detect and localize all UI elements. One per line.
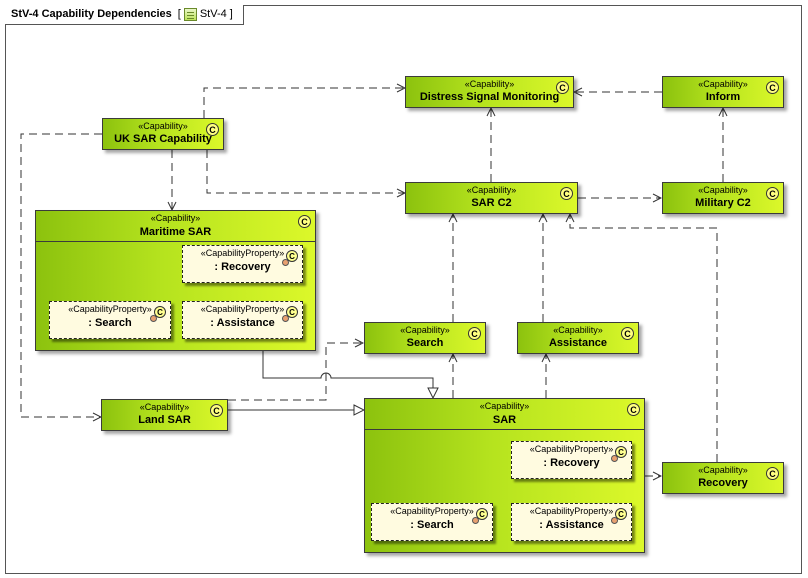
capability-icon: C	[766, 467, 779, 480]
property-maritime-assistance[interactable]: «CapabilityProperty» : Assistance C	[182, 301, 303, 339]
capability-recovery[interactable]: «Capability» Recovery C	[662, 462, 784, 494]
stereotype-label: «Capability»	[553, 325, 603, 335]
property-name: : Assistance	[539, 519, 604, 531]
capability-name: Assistance	[548, 337, 608, 349]
capability-search[interactable]: «Capability» Search C	[364, 322, 486, 354]
property-icon: C	[472, 508, 488, 524]
property-name: : Assistance	[210, 317, 275, 329]
stereotype-label: «CapabilityProperty»	[200, 248, 285, 258]
dep-uksar-distress[interactable]	[203, 88, 405, 118]
stereotype-label: «Capability»	[138, 121, 188, 131]
capability-name: SAR	[492, 414, 517, 426]
capability-icon: C	[468, 327, 481, 340]
property-icon: C	[611, 446, 627, 462]
bracket-close: ]	[229, 8, 233, 20]
parts-compartment	[365, 429, 644, 430]
property-icon: C	[611, 508, 627, 524]
capability-icon: C	[627, 403, 640, 416]
stereotype-label: «Capability»	[150, 213, 201, 223]
capability-distress-signal-monitoring[interactable]: «Capability» Distress Signal Monitoring …	[405, 76, 574, 108]
capability-name: SAR C2	[471, 197, 512, 209]
capability-sar[interactable]: «Capability» SAR C «CapabilityProperty» …	[364, 398, 645, 553]
dep-recovery-sarc2[interactable]	[570, 214, 718, 462]
property-name: : Recovery	[543, 457, 600, 469]
property-name: : Search	[410, 519, 454, 531]
diagram-title-tab: StV-4 Capability Dependencies [ StV-4 ]	[5, 5, 244, 25]
view-ref-label: StV-4	[199, 8, 227, 20]
capability-icon: C	[556, 81, 569, 94]
property-icon: C	[282, 250, 298, 266]
capability-name: Recovery	[698, 477, 748, 489]
diagram-title: StV-4 Capability Dependencies	[11, 8, 172, 20]
stereotype-label: «CapabilityProperty»	[529, 506, 614, 516]
stereotype-label: «CapabilityProperty»	[390, 506, 474, 516]
stereotype-label: «Capability»	[479, 401, 530, 411]
parts-compartment	[36, 241, 315, 242]
property-sar-assistance[interactable]: «CapabilityProperty» : Assistance C	[511, 503, 632, 541]
stereotype-label: «CapabilityProperty»	[200, 304, 285, 314]
stereotype-label: «Capability»	[400, 325, 450, 335]
capability-assistance[interactable]: «Capability» Assistance C	[517, 322, 639, 354]
bracket-open: [	[177, 8, 181, 20]
property-icon: C	[282, 306, 298, 322]
capability-name: UK SAR Capability	[114, 133, 212, 145]
capability-name: Maritime SAR	[139, 226, 212, 238]
capability-name: Land SAR	[138, 414, 191, 426]
capability-uk-sar[interactable]: «Capability» UK SAR Capability C	[102, 118, 224, 150]
capability-inform[interactable]: «Capability» Inform C	[662, 76, 784, 108]
property-sar-recovery[interactable]: «CapabilityProperty» : Recovery C	[511, 441, 632, 479]
dep-uksar-sarc2[interactable]	[206, 150, 405, 193]
capability-icon: C	[766, 187, 779, 200]
stereotype-label: «Capability»	[464, 79, 515, 89]
stereotype-label: «Capability»	[139, 402, 190, 412]
capability-icon: C	[766, 81, 779, 94]
property-name: : Search	[88, 317, 132, 329]
stereotype-label: «Capability»	[698, 79, 748, 89]
dep-uksar-landsar[interactable]	[20, 133, 102, 417]
diagram-icon	[183, 8, 197, 21]
capability-land-sar[interactable]: «Capability» Land SAR C	[101, 399, 228, 431]
property-icon: C	[150, 306, 166, 322]
capability-icon: C	[206, 123, 219, 136]
stereotype-label: «Capability»	[466, 185, 517, 195]
capability-icon: C	[210, 404, 223, 417]
capability-maritime-sar[interactable]: «Capability» Maritime SAR C «CapabilityP…	[35, 210, 316, 351]
capability-name: Distress Signal Monitoring	[419, 91, 560, 103]
property-maritime-recovery[interactable]: «CapabilityProperty» : Recovery C	[182, 245, 303, 283]
capability-military-c2[interactable]: «Capability» Military C2 C	[662, 182, 784, 214]
capability-name: Inform	[705, 91, 741, 103]
stereotype-label: «CapabilityProperty»	[68, 304, 152, 314]
stereotype-label: «Capability»	[698, 465, 748, 475]
capability-name: Search	[406, 337, 444, 349]
capability-icon: C	[298, 215, 311, 228]
stereotype-label: «CapabilityProperty»	[529, 444, 614, 454]
property-sar-search[interactable]: «CapabilityProperty» : Search C	[371, 503, 493, 541]
gen-maritime-sar[interactable]	[262, 351, 433, 398]
stereotype-label: «Capability»	[698, 185, 748, 195]
view-reference[interactable]: [ StV-4 ]	[178, 5, 233, 24]
property-name: : Recovery	[214, 261, 271, 273]
capability-icon: C	[560, 187, 573, 200]
dep-landsar-search[interactable]	[228, 343, 363, 401]
property-maritime-search[interactable]: «CapabilityProperty» : Search C	[49, 301, 171, 339]
capability-sar-c2[interactable]: «Capability» SAR C2 C	[405, 182, 578, 214]
capability-icon: C	[621, 327, 634, 340]
capability-name: Military C2	[695, 197, 751, 209]
